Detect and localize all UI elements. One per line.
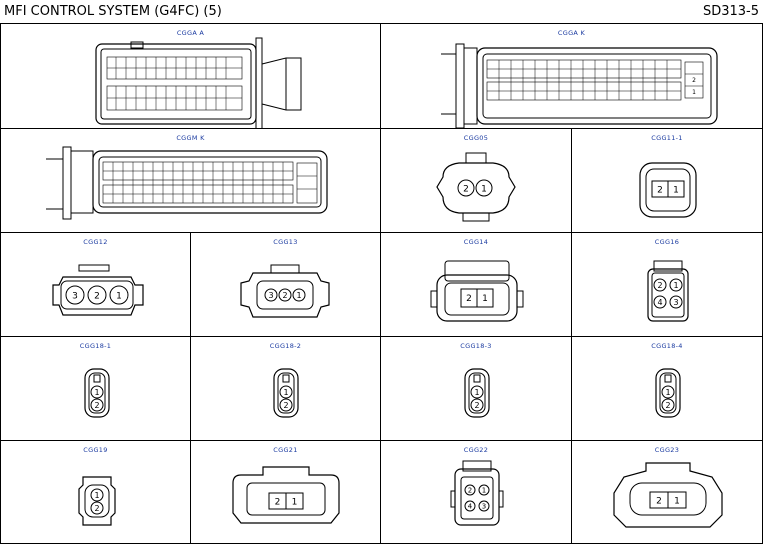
connector-cell-cgg183: CGG18-3 1 2 [381, 337, 572, 441]
pin-1-label: 1 [94, 491, 99, 500]
pin-1-label: 1 [283, 388, 288, 397]
connector-label: CGG18-4 [651, 342, 683, 350]
pin-1-label: 1 [692, 89, 696, 96]
pin-1-label: 1 [665, 388, 670, 397]
pin-1-label: 1 [673, 281, 678, 290]
pin-1-label: 1 [482, 487, 486, 495]
connector-cgg182-drawing: 1 2 [273, 368, 299, 418]
connector-cell-cgg23: CGG23 2 1 [572, 441, 763, 544]
page-title: MFI CONTROL SYSTEM (G4FC) (5) [4, 4, 222, 19]
pin-4-label: 4 [468, 503, 473, 511]
connector-cell-cgg11: CGG11-1 2 1 [572, 129, 763, 233]
connector-cell-cgg13: CGG13 3 2 1 [191, 233, 381, 337]
connector-label: CGG18-1 [79, 342, 112, 350]
connector-label: CGG13 [273, 238, 298, 246]
connector-label: CGG11-1 [651, 134, 683, 142]
pin-2-label: 2 [657, 281, 662, 290]
connector-cgg183-drawing: 1 2 [464, 368, 490, 418]
diagram-code: SD313-5 [702, 4, 759, 19]
connector-cgg19-drawing: 1 2 [78, 476, 116, 526]
connector-cgg181-drawing: 1 2 [84, 368, 110, 418]
connector-cell-cggmk: CGGM K [0, 129, 381, 233]
connector-cgg05-drawing: 2 1 [436, 152, 516, 222]
connector-cgg21-drawing: 2 1 [232, 466, 340, 524]
pin-3-label: 3 [72, 292, 78, 302]
page-header: MFI CONTROL SYSTEM (G4FC) (5) SD313-5 [0, 0, 763, 24]
connector-label: CGG18-2 [269, 342, 302, 350]
connector-cell-cgg181: CGG18-1 1 2 [0, 337, 191, 441]
connector-label: CGG05 [463, 134, 489, 142]
connector-cell-cgg14: CGG14 2 1 [381, 233, 572, 337]
connector-label: CGG23 [654, 446, 680, 454]
pin-2-label: 2 [692, 77, 696, 84]
pin-1-label: 1 [296, 291, 301, 300]
connector-cgg23-drawing: 2 1 [613, 462, 723, 528]
connector-label: CGGA K [557, 29, 586, 37]
connector-label: CGG21 [273, 446, 298, 454]
connector-cgg14-drawing: 2 1 [430, 260, 524, 322]
pin-2-label: 2 [275, 498, 281, 508]
connector-label: CGG14 [463, 238, 489, 246]
connector-cgg184-drawing: 1 2 [655, 368, 681, 418]
connector-cell-cgg12: CGG12 3 2 1 [0, 233, 191, 337]
connector-cell-cgg182: CGG18-2 1 2 [191, 337, 381, 441]
connector-cgg22-drawing: 2 1 4 3 [450, 460, 504, 526]
pin-1-label: 1 [482, 294, 488, 304]
pin-2-label: 2 [283, 401, 288, 410]
connector-label: CGG12 [83, 238, 108, 246]
pin-1-label: 1 [116, 292, 122, 302]
pin-1-label: 1 [94, 388, 99, 397]
connector-label: CGG22 [463, 446, 489, 454]
pin-1-label: 1 [674, 497, 680, 507]
connector-cggbk-drawing: 1 2 [441, 43, 718, 129]
pin-3-label: 3 [482, 503, 486, 511]
connector-cggmk-drawing [46, 146, 328, 220]
connector-label: CGG19 [83, 446, 108, 454]
connector-cell-cgg19: CGG19 1 2 [0, 441, 191, 544]
pin-4-label: 4 [657, 298, 662, 307]
pin-1-label: 1 [474, 388, 479, 397]
pin-2-label: 2 [656, 497, 662, 507]
pin-2-label: 2 [463, 185, 469, 195]
connector-cgg12-drawing: 3 2 1 [52, 264, 144, 316]
connector-label: CGGA A [176, 29, 205, 37]
pin-2-label: 2 [94, 504, 99, 513]
pin-3-label: 3 [268, 291, 273, 300]
connector-cell-cgg16: CGG16 2 1 4 3 [572, 233, 763, 337]
connector-cgga-drawing [95, 37, 302, 129]
pin-2-label: 2 [474, 401, 479, 410]
pin-2-label: 2 [466, 294, 472, 304]
pin-3-label: 3 [673, 298, 678, 307]
pin-2-label: 2 [657, 186, 663, 196]
connector-label: CGG16 [654, 238, 680, 246]
connector-cgg16-drawing: 2 1 4 3 [647, 260, 689, 322]
pin-1-label: 1 [673, 186, 679, 196]
pin-2-label: 2 [94, 401, 99, 410]
connector-cgg13-drawing: 3 2 1 [240, 264, 330, 318]
connector-cgg11-drawing: 2 1 [639, 162, 697, 218]
connector-cell-cgg21: CGG21 2 1 [191, 441, 381, 544]
connector-cell-cgg05: CGG05 2 1 [381, 129, 572, 233]
connector-label: CGGM K [176, 134, 205, 142]
pin-2-label: 2 [282, 291, 287, 300]
connector-cell-cggbk: CGGA K [381, 24, 763, 129]
pin-2-label: 2 [94, 292, 100, 302]
connector-label: CGG18-3 [460, 342, 492, 350]
pin-1-label: 1 [481, 185, 487, 195]
pin-1-label: 1 [292, 498, 298, 508]
pin-2-label: 2 [468, 487, 472, 495]
connector-cell-cgga: CGGA A [0, 24, 381, 129]
connector-cell-cgg22: CGG22 2 1 4 3 [381, 441, 572, 544]
connector-cell-cgg184: CGG18-4 1 2 [572, 337, 763, 441]
pin-2-label: 2 [665, 401, 670, 410]
